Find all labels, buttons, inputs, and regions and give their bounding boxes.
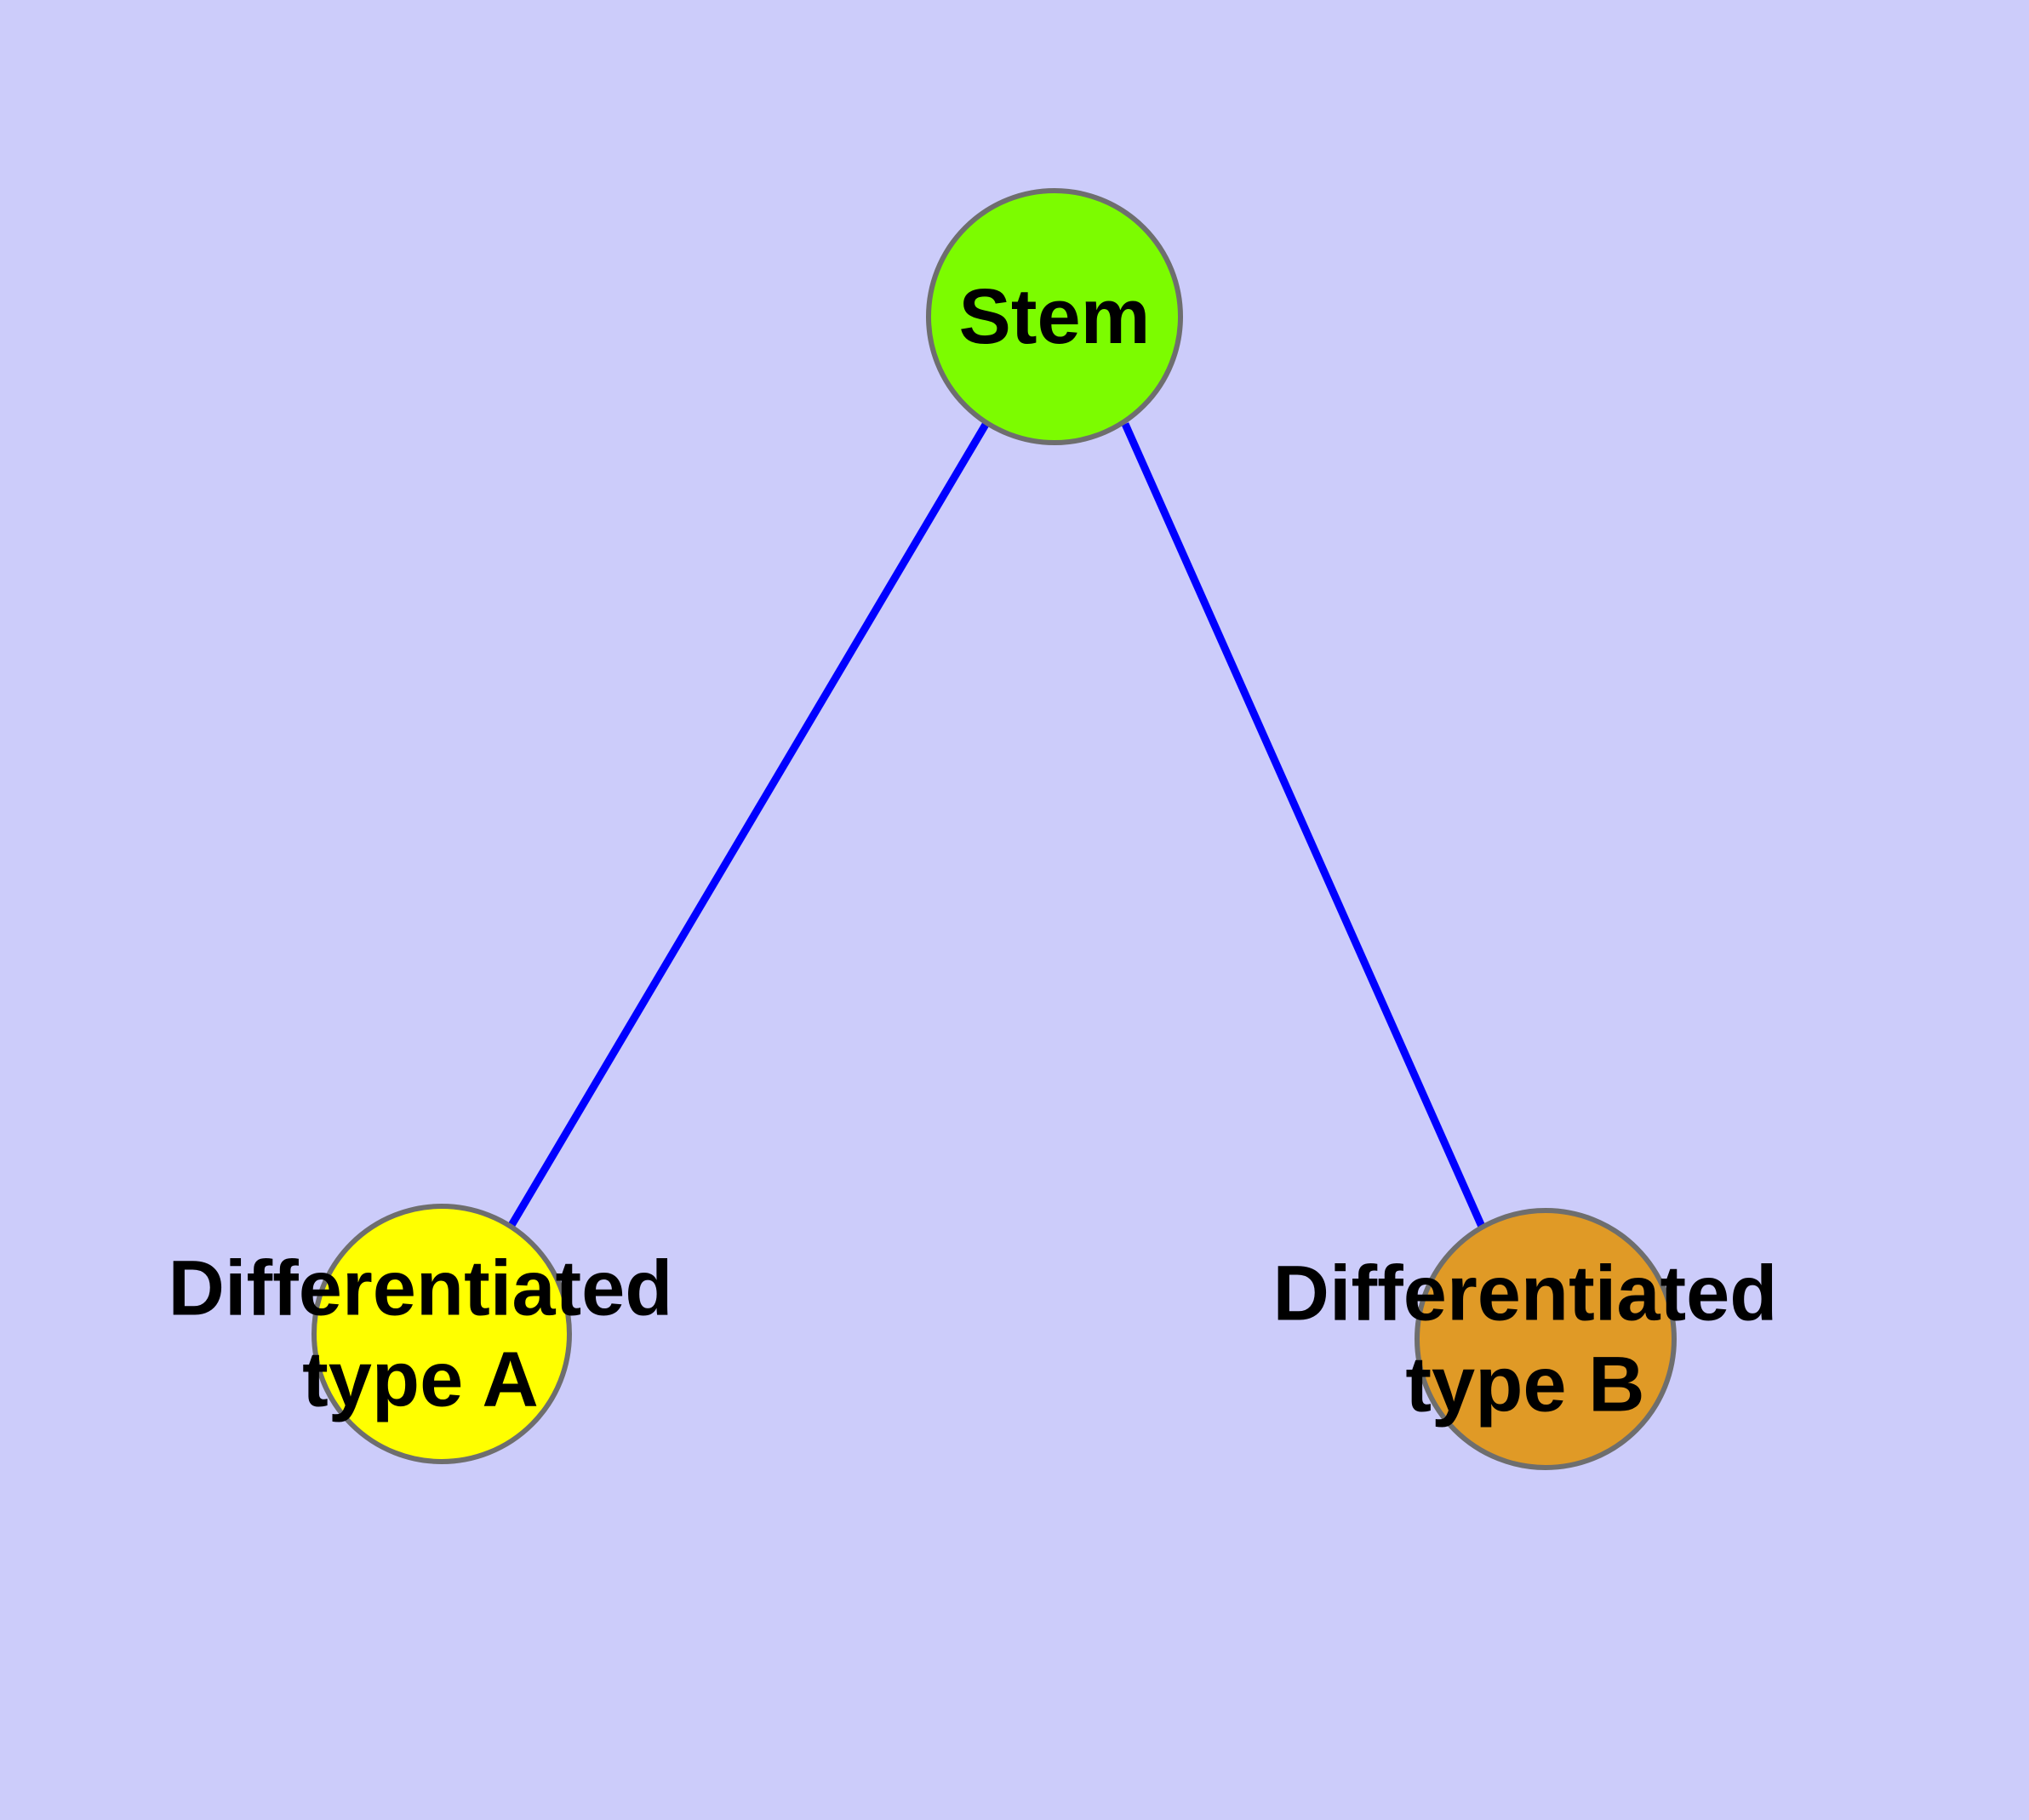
node-label-line: Stem bbox=[959, 273, 1151, 360]
edge-stem-to-type-b[interactable] bbox=[1121, 422, 1487, 1230]
node-label-line: Differentiated bbox=[169, 1245, 673, 1332]
node-diff-type-a[interactable] bbox=[311, 1204, 572, 1464]
node-label-line: type B bbox=[1405, 1342, 1644, 1428]
edges-layer bbox=[507, 421, 1487, 1230]
node-label-line: Differentiated bbox=[1273, 1251, 1778, 1337]
node-label-line: type A bbox=[302, 1336, 539, 1423]
node-diff-type-b[interactable] bbox=[1415, 1208, 1677, 1470]
edge-stem-to-type-a[interactable] bbox=[507, 421, 990, 1229]
node-label-stem: Stem bbox=[959, 273, 1151, 360]
node-stem[interactable] bbox=[926, 188, 1183, 445]
nodes-layer bbox=[311, 188, 1677, 1470]
